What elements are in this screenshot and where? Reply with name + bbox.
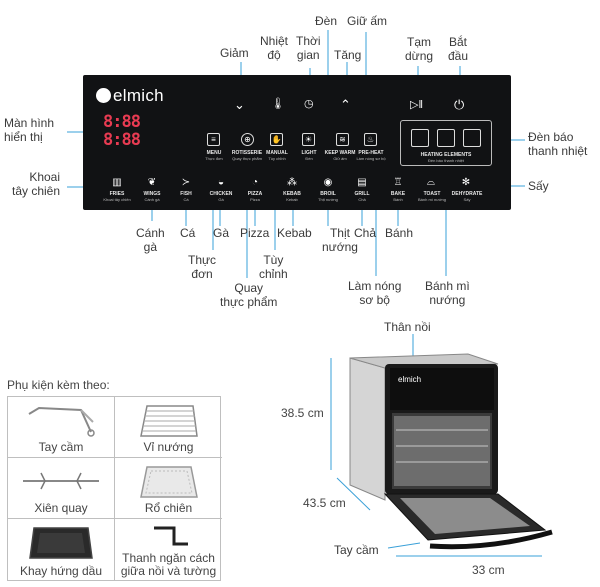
callout-increase: Tăng [334, 48, 362, 62]
callout-body: Thân nồi [384, 320, 431, 334]
accessories-grid: Tay cầm Vỉ nướng Xiên quay Rổ chiên Khay… [7, 396, 222, 581]
menu-button[interactable]: ≡ [207, 133, 220, 146]
accessory-rotisserie-spit: Xiên quay [8, 458, 115, 519]
callout-light: Đèn [315, 14, 338, 28]
power-icon[interactable]: ⏻ [454, 97, 465, 112]
heating-element-slot [463, 129, 481, 147]
callout-handle: Tay cầm [334, 543, 379, 557]
fish-icon[interactable]: ≻ [181, 177, 191, 188]
accessory-drip-tray: Khay hứng dầu [8, 519, 115, 581]
dimension-width: 33 cm [472, 563, 505, 577]
heating-element-slot [437, 129, 455, 147]
chevron-down-icon[interactable]: ⌄ [234, 97, 245, 112]
chicken-icon[interactable]: ◒ [217, 177, 225, 188]
pre-heat-button[interactable]: ♨ [364, 133, 377, 146]
manual-button[interactable]: ✋ [270, 133, 283, 146]
elmich-logo-icon [96, 88, 111, 103]
rotisserie-button[interactable]: ⊕ [241, 133, 254, 146]
frying-basket-icon [139, 466, 198, 498]
digital-display: 8:88 8:88 [103, 113, 153, 153]
light-button[interactable]: ☀ [302, 133, 315, 146]
broil-icon[interactable]: ◉ [323, 177, 333, 188]
callout-decrease: Giảm [220, 46, 249, 60]
dimension-height: 38.5 cm [281, 406, 324, 420]
wall-spacer-bracket-icon [153, 526, 188, 546]
kebab-icon[interactable]: ⁂ [287, 177, 297, 188]
accessory-handle: Tay cầm [8, 397, 115, 458]
dimension-depth: 43.5 cm [303, 496, 346, 510]
callout-chicken: Gà [213, 226, 230, 240]
play-pause-icon[interactable]: ▷‖ [410, 99, 424, 111]
brand-logo: elmich [96, 86, 164, 106]
drip-tray-icon [29, 527, 93, 559]
rotisserie-spit-icon [23, 472, 99, 490]
handle-tool-icon [28, 406, 95, 437]
control-panel [83, 75, 511, 210]
fries-icon[interactable]: ▥ [112, 177, 122, 188]
display-line-1: 8:88 [103, 112, 141, 132]
accessory-frying-basket: Rổ chiên [115, 458, 222, 519]
callout-kebab: Kebab [277, 226, 312, 240]
grill-icon[interactable]: ▤ [357, 177, 367, 188]
keep-warm-button[interactable]: ≋ [336, 133, 349, 146]
grill-rack-icon [139, 405, 198, 437]
accessory-grill-rack: Vỉ nướng [115, 397, 222, 458]
accessories-title: Phụ kiện kèm theo: [7, 378, 110, 392]
pizza-icon[interactable]: ◔ [251, 177, 259, 188]
clock-icon[interactable]: ◷ [304, 98, 314, 110]
bake-icon[interactable]: ♖ [393, 177, 403, 188]
oven-brand-text: elmich [398, 375, 421, 384]
callout-pizza: Pizza [240, 226, 270, 240]
chevron-up-icon[interactable]: ⌃ [340, 97, 351, 112]
toast-icon[interactable]: ⌓ [427, 177, 435, 188]
callout-fish: Cá [180, 226, 196, 240]
callout-dehydrate: Sấy [528, 179, 549, 193]
thermometer-icon[interactable]: 🌡 [271, 98, 285, 110]
heating-element-slot [411, 129, 429, 147]
callout-keep-warm: Giữ ấm [347, 14, 388, 28]
callout-grill: Chả [354, 226, 377, 240]
callout-bake: Bánh [385, 226, 414, 240]
brand-name: elmich [113, 86, 164, 105]
air-fryer-oven-illustration: elmich [349, 353, 553, 550]
dehydrate-icon[interactable]: ✻ [461, 177, 471, 188]
display-line-2: 8:88 [103, 130, 141, 150]
wings-icon[interactable]: ❦ [147, 177, 157, 188]
